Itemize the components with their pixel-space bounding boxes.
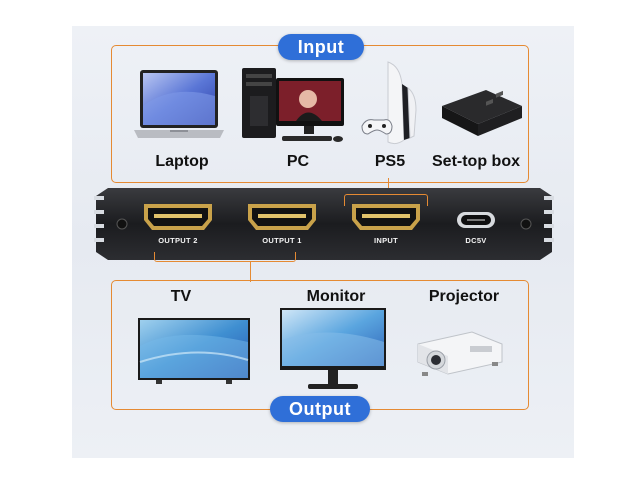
device-label-ps5: PS5	[374, 153, 406, 170]
port-input	[352, 204, 420, 230]
connector-line	[388, 178, 389, 190]
device-label-monitor: Monitor	[306, 288, 366, 305]
projector-image	[417, 331, 503, 376]
port-dc5v	[457, 212, 495, 228]
port-output-2	[144, 204, 212, 230]
port-label-dc5v: DC5V	[465, 236, 487, 245]
laptop-image	[134, 70, 224, 138]
monitor-image	[280, 308, 386, 389]
pc-image	[242, 68, 344, 142]
output-title: Output	[270, 396, 370, 422]
device-label-tv: TV	[170, 288, 192, 305]
port-label-output-2: OUTPUT 2	[158, 236, 198, 245]
device-label-projector: Projector	[428, 288, 500, 305]
ps5-image	[361, 61, 417, 145]
input-title: Input	[278, 34, 364, 60]
set-top-box-image	[442, 90, 522, 136]
output-connector-line	[250, 262, 251, 282]
port-label-input: INPUT	[374, 236, 398, 245]
port-output-1	[248, 204, 316, 230]
input-port-bracket	[344, 194, 428, 206]
device-label-pc: PC	[286, 153, 310, 170]
port-label-output-1: OUTPUT 1	[262, 236, 302, 245]
device-label-laptop: Laptop	[155, 153, 209, 170]
tv-image	[138, 318, 250, 384]
device-label-set-top-box: Set-top box	[432, 153, 520, 170]
output-ports-bracket	[154, 252, 296, 262]
